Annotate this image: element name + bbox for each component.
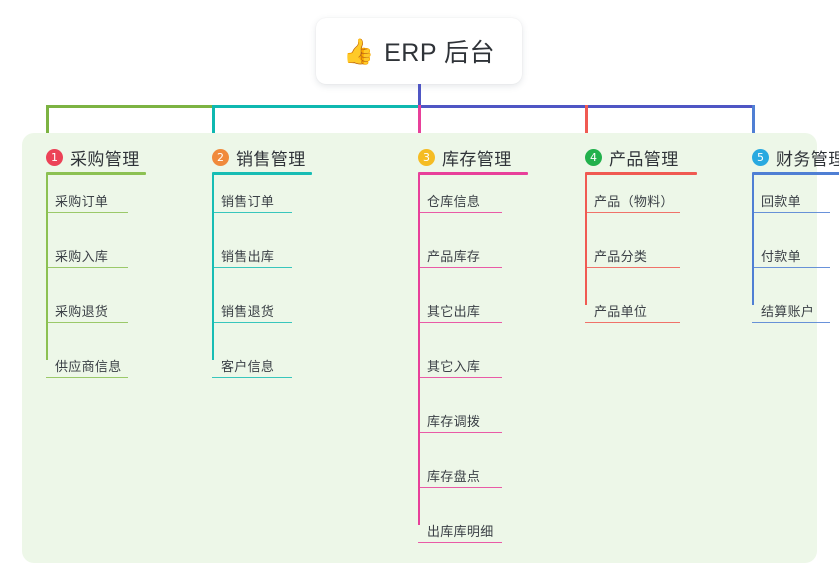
connector-drop-product xyxy=(585,105,588,135)
node-label: 回款单 xyxy=(761,194,801,209)
node-rule xyxy=(752,212,830,214)
connector-drop-sales xyxy=(212,105,215,135)
node-rule xyxy=(752,322,830,324)
node-rule xyxy=(752,267,830,269)
column-title-product: 产品管理 xyxy=(609,150,679,169)
badge-number-finance: 5 xyxy=(752,149,769,166)
node-rule xyxy=(46,377,128,379)
connector-bar-teal xyxy=(212,105,420,108)
column-spine-sales xyxy=(212,173,214,360)
connector-stem xyxy=(418,84,421,108)
node-rule xyxy=(212,267,292,269)
node-label: 采购退货 xyxy=(55,304,109,319)
node-label: 付款单 xyxy=(761,249,801,264)
column-header-inventory[interactable]: 3 库存管理 xyxy=(418,145,512,170)
node-rule xyxy=(46,212,128,214)
connector-drop-inventory xyxy=(418,105,421,135)
thumbs-up-icon: 👍 xyxy=(342,36,375,66)
node-rule xyxy=(418,267,502,269)
column-spine-finance xyxy=(752,173,754,305)
column-rule-sales xyxy=(212,172,312,175)
column-title-inventory: 库存管理 xyxy=(442,150,512,169)
node-rule xyxy=(212,212,292,214)
node-label: 仓库信息 xyxy=(427,194,481,209)
node-rule xyxy=(46,267,128,269)
column-header-sales[interactable]: 2 销售管理 xyxy=(212,145,306,170)
badge-number-inventory: 3 xyxy=(418,149,435,166)
column-rule-finance xyxy=(752,172,839,175)
node-label: 库存盘点 xyxy=(427,469,481,484)
node-rule xyxy=(46,322,128,324)
node-rule xyxy=(418,487,502,489)
node-rule xyxy=(212,322,292,324)
root-node-content: 👍 ERP 后台 xyxy=(343,33,495,69)
column-header-product[interactable]: 4 产品管理 xyxy=(585,145,679,170)
node-rule xyxy=(585,322,680,324)
column-spine-purchase xyxy=(46,173,48,360)
column-header-finance[interactable]: 5 财务管理 xyxy=(752,145,839,170)
connector-drop-finance xyxy=(752,105,755,135)
node-rule xyxy=(418,542,502,544)
node-label: 供应商信息 xyxy=(55,359,122,374)
node-label: 采购订单 xyxy=(55,194,109,209)
node-label: 库存调拨 xyxy=(427,414,481,429)
node-rule xyxy=(418,377,502,379)
column-title-finance: 财务管理 xyxy=(776,150,839,169)
node-label: 销售出库 xyxy=(221,249,275,264)
node-label: 产品单位 xyxy=(594,304,648,319)
column-rule-purchase xyxy=(46,172,146,175)
column-header-purchase[interactable]: 1 采购管理 xyxy=(46,145,140,170)
root-node-title: ERP 后台 xyxy=(384,39,496,67)
column-spine-product xyxy=(585,173,587,305)
node-label: 采购入库 xyxy=(55,249,109,264)
node-label: 销售退货 xyxy=(221,304,275,319)
node-rule xyxy=(585,267,680,269)
node-label: 产品（物料） xyxy=(594,194,674,209)
badge-number-product: 4 xyxy=(585,149,602,166)
column-title-purchase: 采购管理 xyxy=(70,150,140,169)
node-rule xyxy=(418,322,502,324)
node-label: 结算账户 xyxy=(761,304,815,319)
node-rule xyxy=(212,377,292,379)
connector-drop-purchase xyxy=(46,105,49,135)
column-rule-inventory xyxy=(418,172,528,175)
node-label: 产品库存 xyxy=(427,249,481,264)
badge-number-purchase: 1 xyxy=(46,149,63,166)
connector-bar-green xyxy=(46,105,214,108)
column-title-sales: 销售管理 xyxy=(236,150,306,169)
column-spine-inventory xyxy=(418,173,420,525)
root-node-erp-backend[interactable]: 👍 ERP 后台 xyxy=(316,18,522,84)
column-rule-product xyxy=(585,172,697,175)
node-label: 其它出库 xyxy=(427,304,481,319)
node-label: 出库库明细 xyxy=(427,524,494,539)
node-label: 其它入库 xyxy=(427,359,481,374)
node-label: 销售订单 xyxy=(221,194,275,209)
node-rule xyxy=(418,432,502,434)
node-rule xyxy=(418,212,502,214)
node-label: 客户信息 xyxy=(221,359,275,374)
node-rule xyxy=(585,212,680,214)
badge-number-sales: 2 xyxy=(212,149,229,166)
node-label: 产品分类 xyxy=(594,249,648,264)
